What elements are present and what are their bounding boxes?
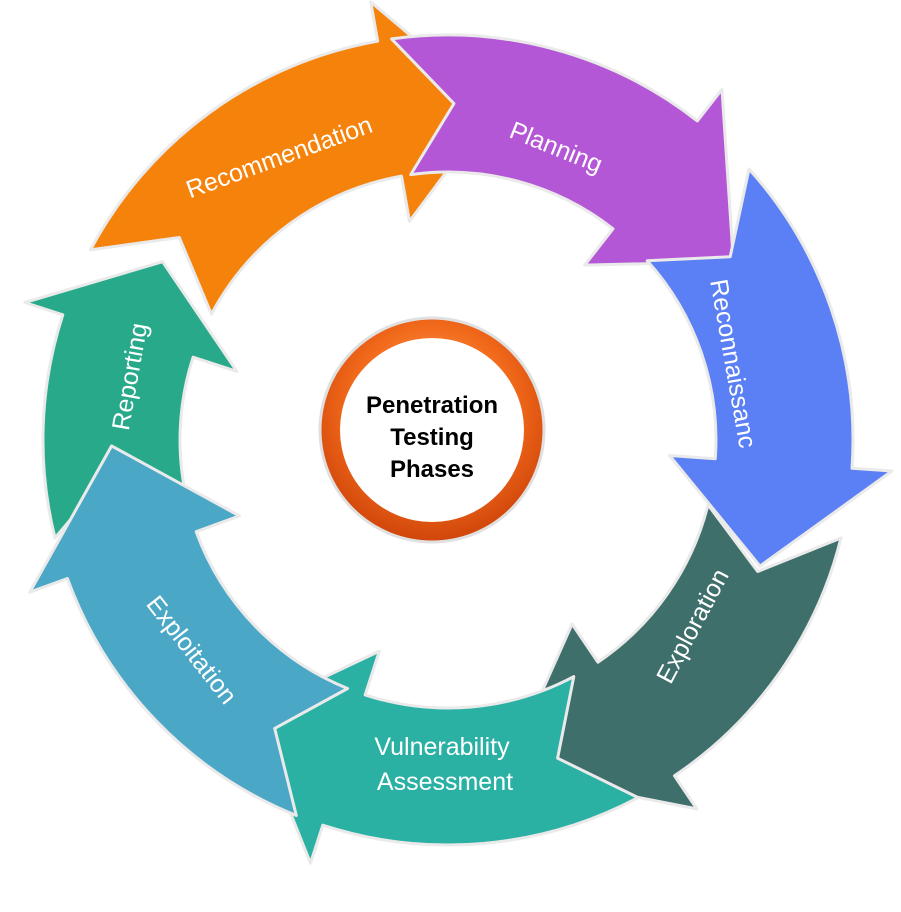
- label-vulnerability: Vulnerability: [374, 733, 510, 761]
- arrow-exploitation: [28, 444, 350, 817]
- center-ring: Penetration Testing Phases: [318, 316, 546, 544]
- arrow-recommendation: [88, 0, 497, 316]
- label-assessment: Assessment: [377, 768, 513, 796]
- arrow-reconnaissance: [645, 167, 894, 568]
- phase-arrows: [23, 0, 894, 865]
- arrow-vulnerability-assessment: [248, 649, 640, 865]
- arrow-reporting: [23, 260, 239, 540]
- center-title-line-3: Phases: [390, 456, 474, 483]
- center-title-line-2: Testing: [390, 424, 474, 451]
- arrow-planning: [390, 33, 735, 267]
- center-title-line-1: Penetration: [366, 392, 498, 419]
